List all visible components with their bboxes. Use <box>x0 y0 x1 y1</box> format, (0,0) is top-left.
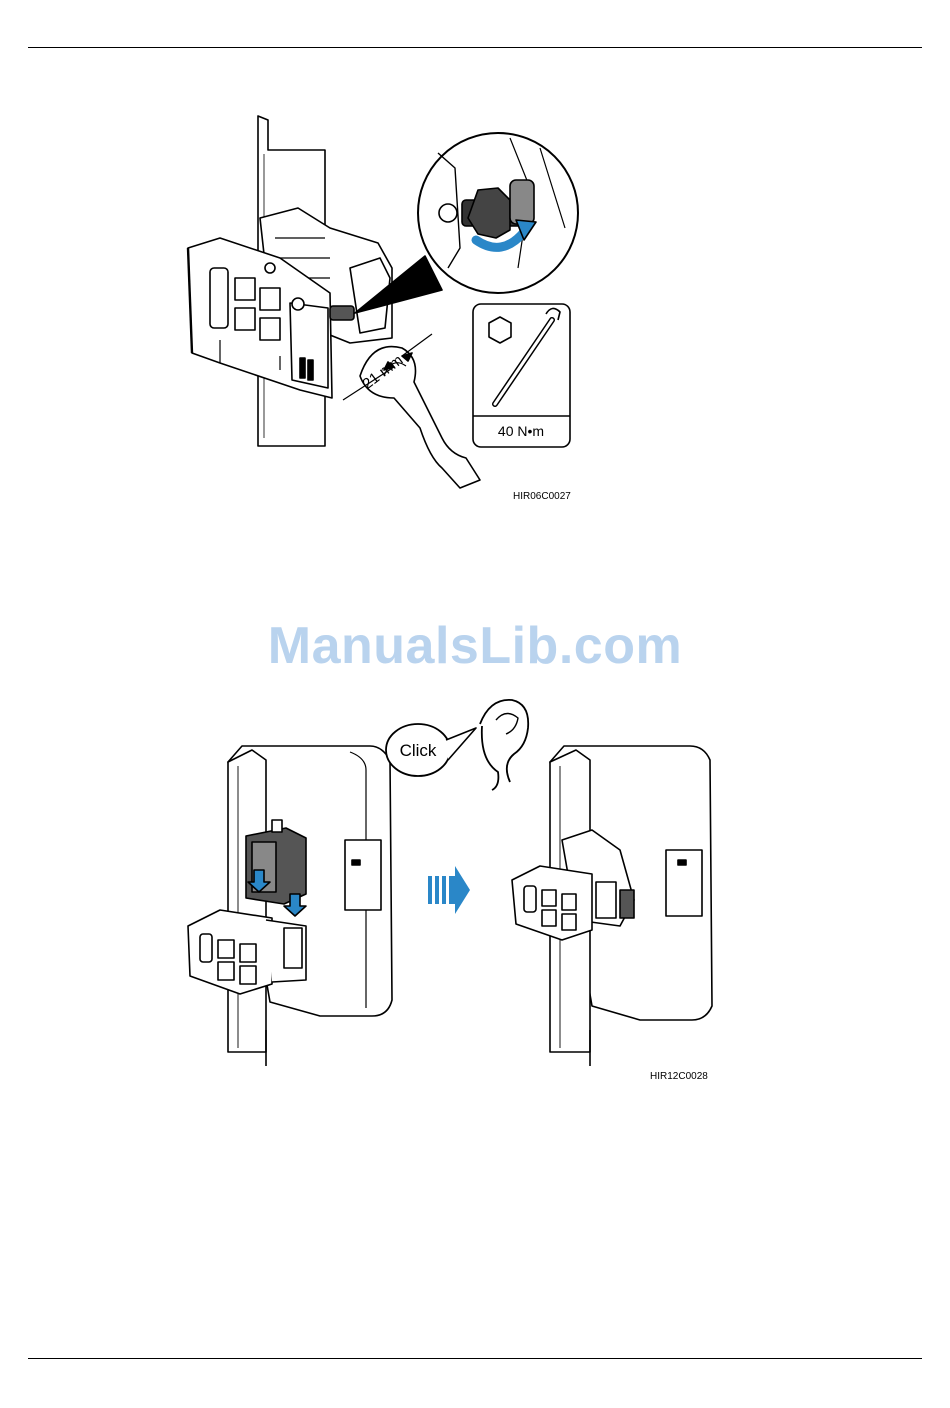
figure2-code: HIR12C0028 <box>650 1071 708 1082</box>
bottom-rule <box>28 1358 922 1359</box>
click-label: Click <box>400 741 437 760</box>
figure1-code: HIR06C0027 <box>513 491 571 502</box>
torque-label: 40 N•m <box>498 423 544 439</box>
bolt-tightening-illustration: 21 mm 40 N•m <box>180 108 590 493</box>
bracket-mounting-illustration: Click <box>180 690 720 1070</box>
top-rule <box>28 47 922 48</box>
watermark: ManualsLib.com <box>0 616 950 676</box>
